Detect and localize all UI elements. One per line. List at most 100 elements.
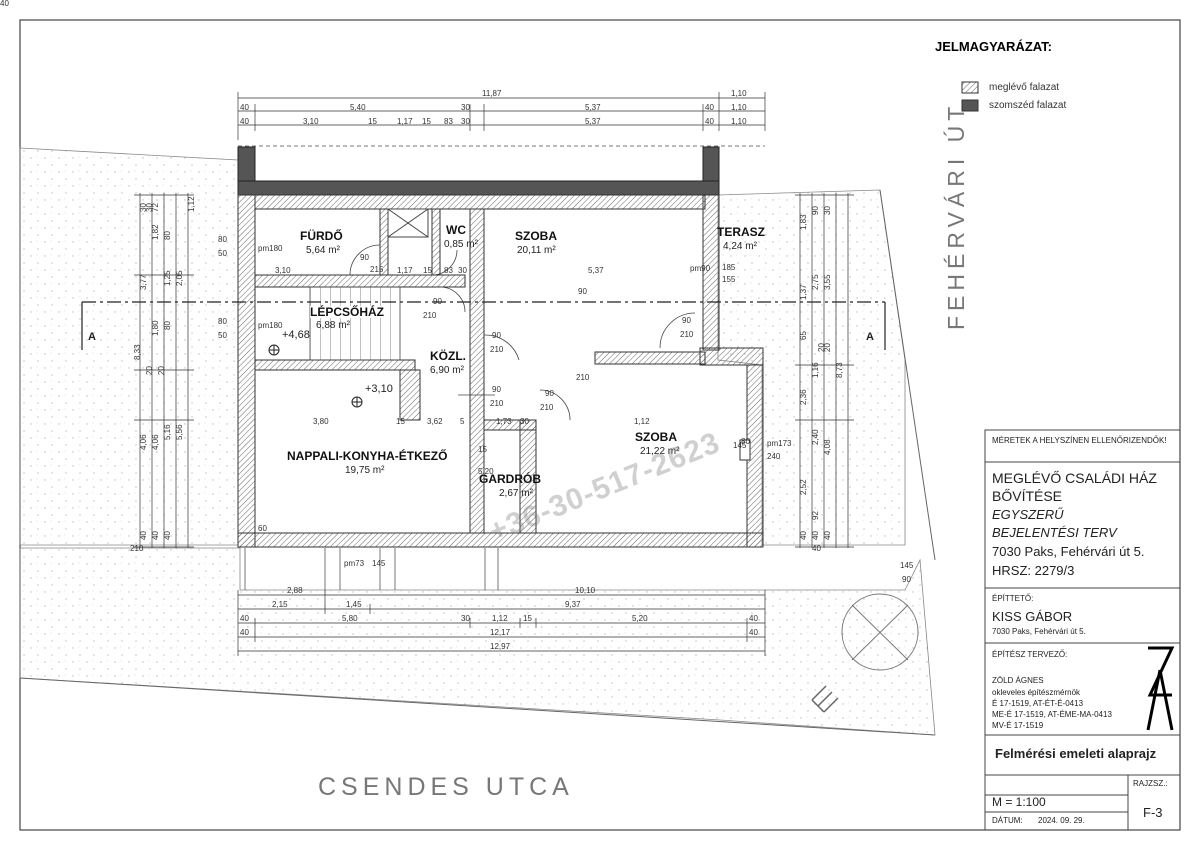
tb-sheet-no: F-3: [1143, 805, 1163, 820]
dim-label: 90: [360, 253, 369, 262]
dim-label: 210: [423, 311, 437, 320]
room-label: KÖZL.: [430, 349, 466, 363]
entrance-steps: [244, 548, 499, 590]
dim-label: 3,10: [275, 266, 291, 275]
section-label: A: [866, 331, 874, 343]
stair-entry-symbol: [811, 685, 839, 713]
section-label: A: [88, 331, 96, 343]
tb-architect-line: ME-É 17-1519, AT-ÉME-MA-0413: [992, 710, 1112, 719]
dim-label: 10,10: [575, 586, 596, 595]
dim-label: 1,45: [346, 600, 362, 609]
dim-label: 5,40: [350, 103, 366, 112]
dim-label: 30: [823, 206, 832, 215]
dim-label: 92: [811, 511, 820, 520]
dim-label: 90: [578, 287, 587, 296]
room-label: GARDRÓB: [479, 472, 541, 486]
dim-label: 90: [433, 297, 442, 306]
dim-label: 12,97: [490, 642, 511, 651]
dim-label: 210: [576, 373, 590, 382]
dim-label: 40: [823, 531, 832, 540]
dim-label: 40: [151, 531, 160, 540]
room-label: NAPPALI-KONYHA-ÉTKEZŐ: [287, 449, 448, 463]
dim-label: 8,33: [133, 344, 142, 360]
tb-architect-name: ZÖLD ÁGNES: [992, 676, 1044, 685]
dim-label: 210: [490, 345, 504, 354]
dim-label: 4,06: [151, 434, 160, 450]
level-value: +4,68: [282, 329, 310, 341]
tb-architect-line: É 17-1519, AT-ÉT-É-0413: [992, 699, 1084, 708]
legend-label: meglévő falazat: [989, 82, 1060, 93]
dim-label: 15: [368, 117, 377, 126]
dim-label: 15: [523, 614, 532, 623]
dim-label: 60: [258, 524, 267, 533]
dim-label: 1,73: [496, 417, 512, 426]
right-dimension-lines: [795, 193, 854, 548]
dim-label: 5,37: [585, 103, 601, 112]
dim-label: 2,40: [811, 429, 820, 445]
dim-label: 3,80: [313, 417, 329, 426]
tb-sheet-title: Felmérési emeleti alaprajz: [995, 746, 1157, 761]
dim-label: 145: [900, 561, 914, 570]
street-label-south: CSENDES UTCA: [318, 773, 574, 801]
dim-label: 20: [157, 366, 166, 375]
dim-label: 15: [396, 417, 405, 426]
tb-client-label: ÉPÍTTETŐ:: [992, 594, 1034, 603]
room-label: SZOBA: [515, 229, 557, 243]
room-area: 4,24 m²: [723, 241, 757, 252]
tree-symbol: [841, 593, 919, 671]
dim-label: 2,75: [811, 274, 820, 290]
dim-label: 185: [722, 263, 736, 272]
room-area: 0,85 m²: [444, 239, 478, 250]
dim-label: 5,37: [585, 117, 601, 126]
dim-label: 1,83: [799, 214, 808, 230]
dim-label: 5,80: [342, 614, 358, 623]
dim-label: 145: [372, 559, 386, 568]
dim-label: 90: [545, 389, 554, 398]
level-markers: [268, 344, 363, 408]
tb-drawing-label: RAJZSZ.:: [1133, 779, 1168, 788]
dim-label: 90: [682, 316, 691, 325]
tb-date-label: DÁTUM:: [992, 816, 1023, 825]
dim-label: 80: [163, 321, 172, 330]
dim-label: 3,55: [823, 274, 832, 290]
dim-label: 65: [799, 331, 808, 340]
dim-label: 2,52: [799, 479, 808, 495]
top-dimension-lines: [237, 92, 766, 140]
tb-project-line2: BŐVÍTÉSE: [992, 488, 1063, 504]
dim-label: 1,10: [731, 89, 747, 98]
dim-label: 83: [444, 266, 453, 275]
legend-label: szomszéd falazat: [989, 100, 1067, 111]
dim-label: 30: [458, 266, 467, 275]
legend-swatches: [961, 81, 979, 112]
dim-label: 90: [492, 385, 501, 394]
dim-label: 1,25: [163, 270, 172, 286]
dim-label: 215: [370, 265, 384, 274]
dim-label: 80: [218, 317, 227, 326]
dim-label: 5,20: [478, 467, 494, 476]
dim-label: 80: [741, 437, 750, 446]
dim-label: 2,88: [287, 586, 303, 595]
tb-scale: M = 1:100: [992, 795, 1046, 809]
architect-logo: [1146, 646, 1175, 731]
tb-architect-line: okleveles építészmérnök: [992, 688, 1081, 697]
dim-label: 40: [139, 531, 148, 540]
room-area: 6,88 m²: [316, 320, 350, 331]
existing-walls: [237, 194, 764, 548]
dim-label: pm180: [258, 244, 283, 253]
dim-label: 40: [749, 614, 758, 623]
dim-label: 50: [218, 331, 227, 340]
dim-label: 1,10: [731, 103, 747, 112]
dim-label: 40: [799, 531, 808, 540]
title-block-frame: [984, 429, 1181, 831]
dim-label: 90: [811, 206, 820, 215]
room-area: 19,75 m²: [345, 465, 385, 476]
dim-label: 40: [705, 117, 714, 126]
dim-label: 15: [478, 445, 487, 454]
dim-label: 20: [823, 343, 832, 352]
dim-label: 90: [902, 575, 911, 584]
dim-label: 1,10: [731, 117, 747, 126]
legend-title: JELMAGYARÁZAT:: [935, 39, 1053, 54]
dim-label: 40: [240, 614, 249, 623]
dim-label: pm180: [258, 321, 283, 330]
staircase: [309, 208, 429, 361]
